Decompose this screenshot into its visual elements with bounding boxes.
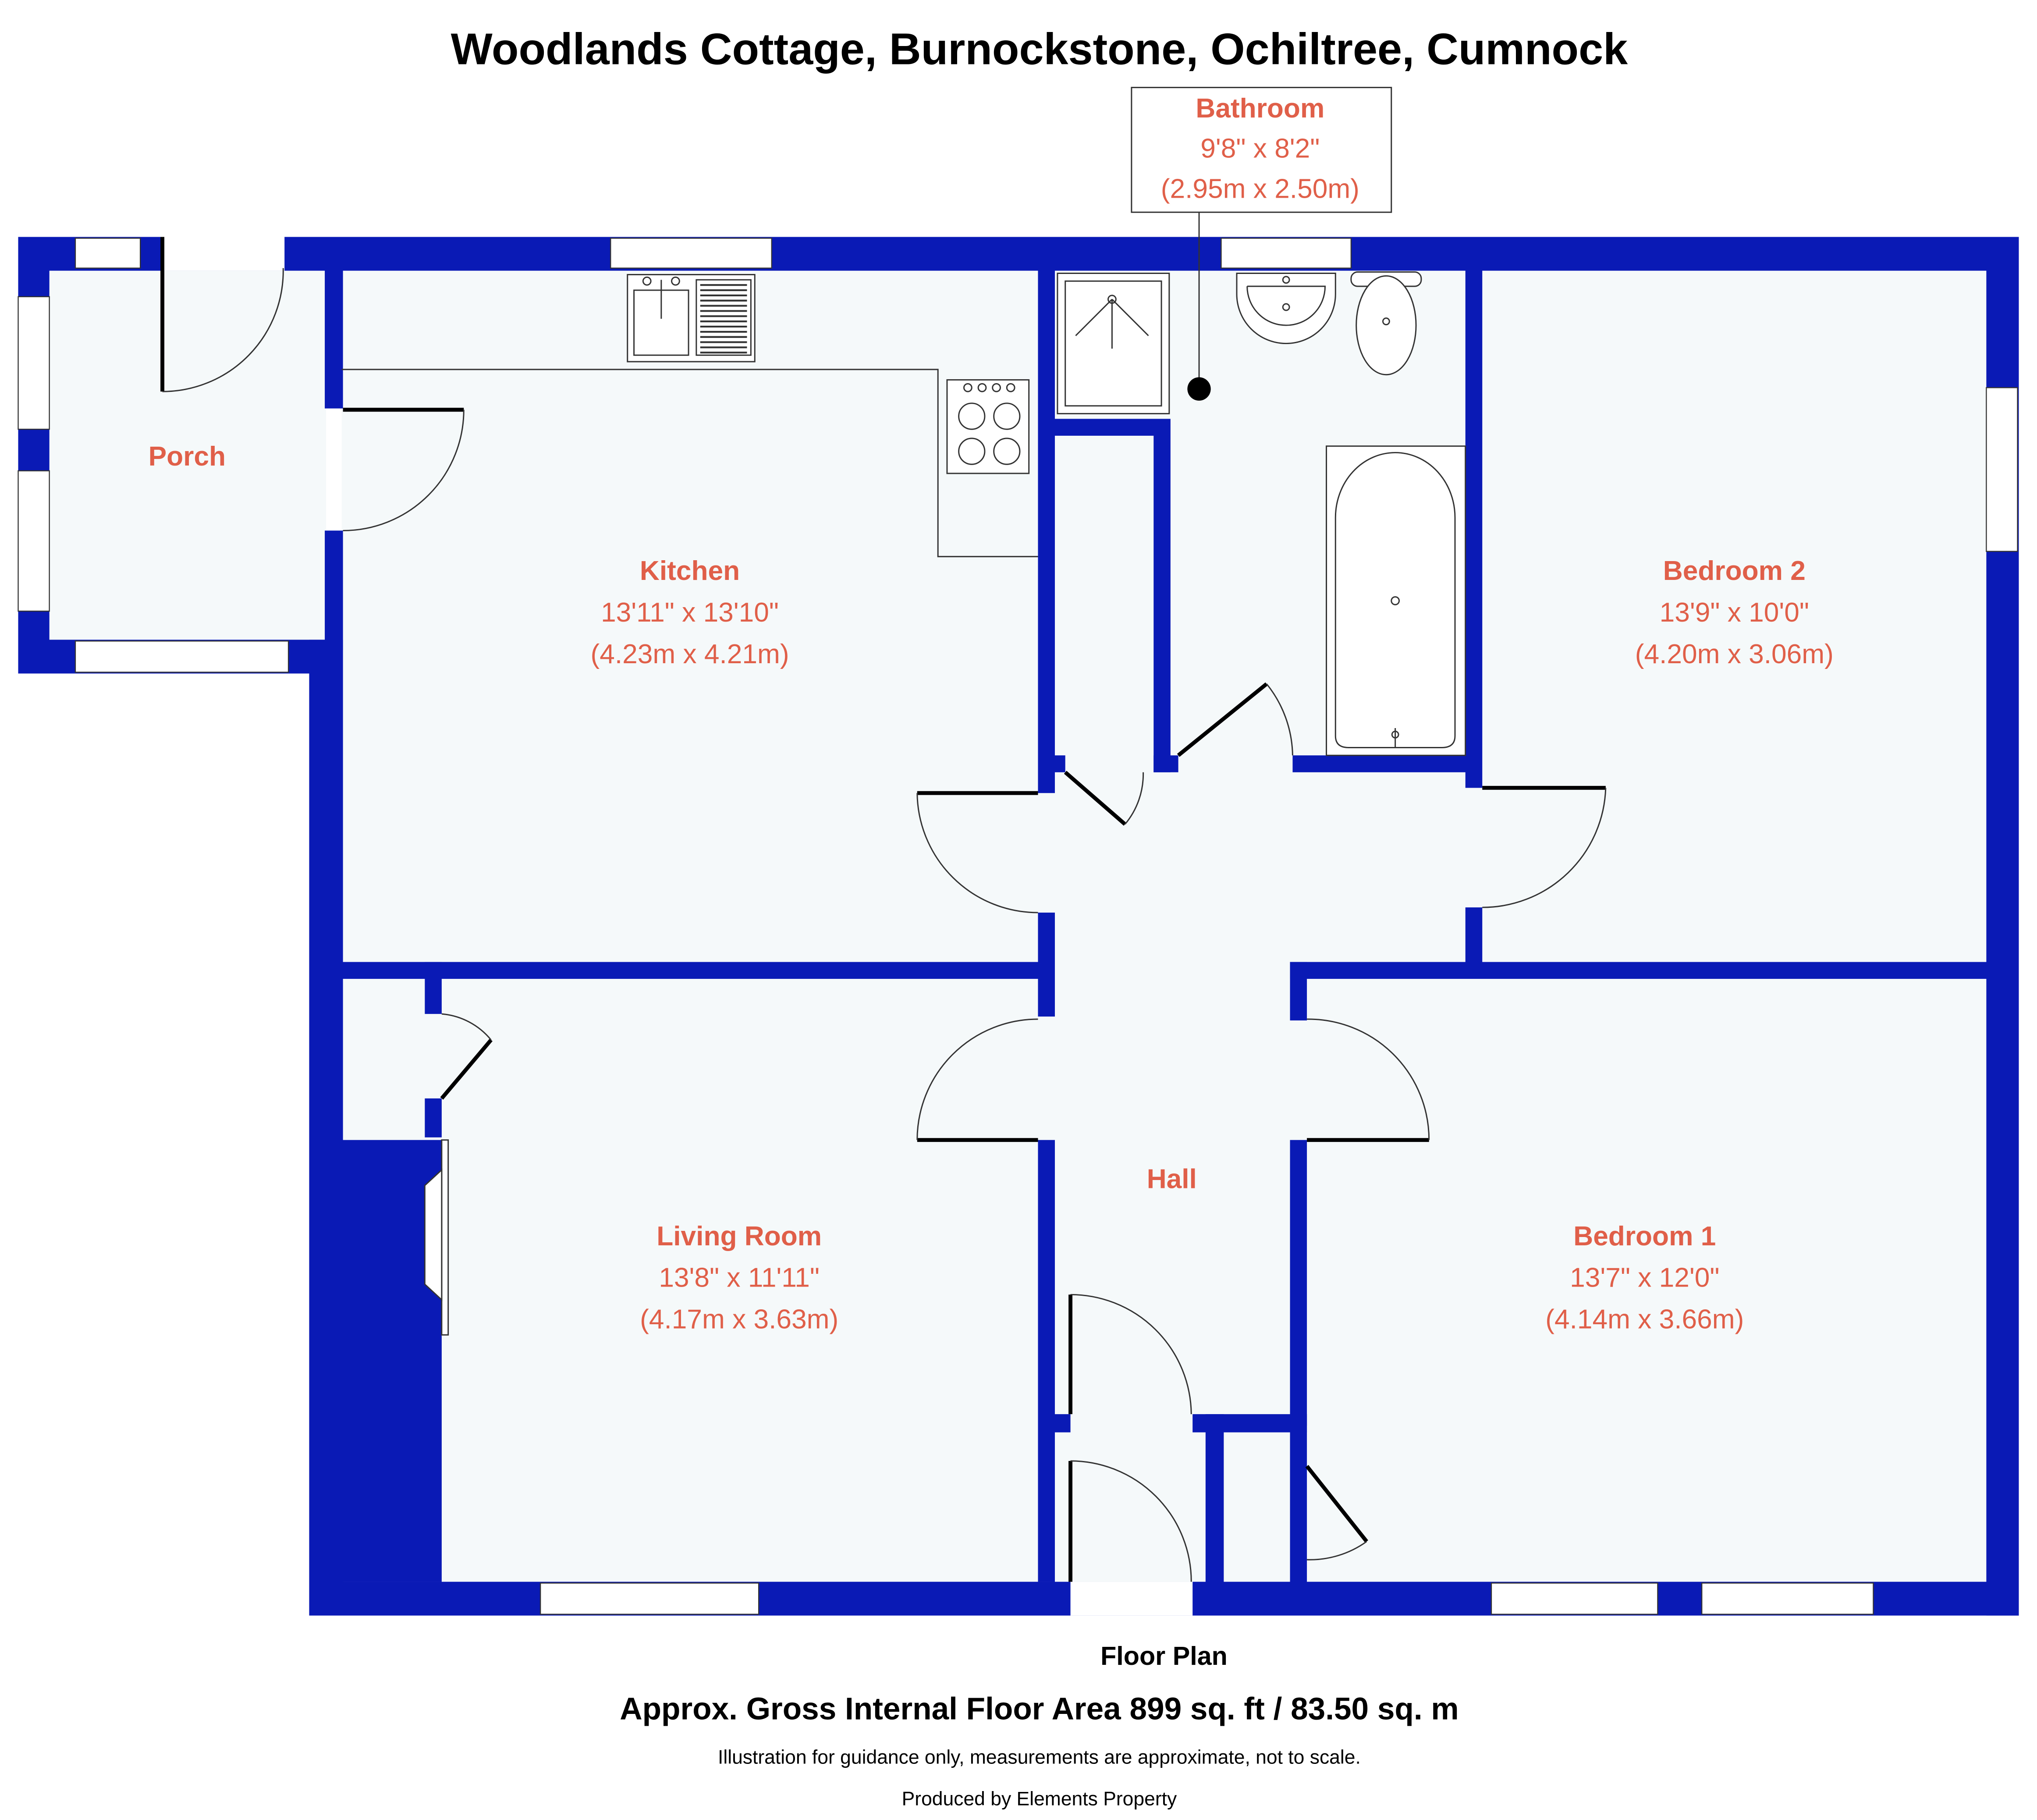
room-dimensions-metric: (4.23m x 4.21m) [590, 639, 789, 669]
doors [160, 237, 1607, 1582]
shower-tray-icon [1057, 273, 1170, 415]
window [75, 238, 141, 269]
windows [18, 237, 2018, 1616]
room-dimensions-metric: (4.17m x 3.63m) [640, 1305, 838, 1335]
pointer-dot [1187, 377, 1211, 401]
window [610, 238, 772, 269]
porch-entrance [161, 237, 285, 271]
plan-title: Woodlands Cottage, Burnockstone, Ochiltr… [451, 25, 1629, 74]
room-name-hall: Hall [1147, 1164, 1197, 1194]
room-dimensions-imperial: 13'11" x 13'10" [601, 597, 779, 628]
floor-plan-heading: Floor Plan [1100, 1641, 1228, 1671]
drainer-icon [696, 279, 752, 356]
room-name-bathroom: Bathroom [1196, 93, 1324, 124]
gross-floor-area: Approx. Gross Internal Floor Area 899 sq… [620, 1692, 1459, 1727]
disclaimer: Illustration for guidance only, measurem… [718, 1747, 1361, 1768]
hob-icon [946, 379, 1030, 474]
room-dimensions-imperial: 13'7" x 12'0" [1570, 1263, 1719, 1293]
window [1221, 238, 1352, 269]
room-labels: Porch Kitchen 13'11" x 13'10" (4.23m x 4… [149, 87, 1834, 1335]
room-dimensions-imperial: 13'8" x 11'11" [659, 1263, 820, 1293]
toilet-icon [1350, 271, 1422, 376]
room-dimensions-metric: (2.95m x 2.50m) [1161, 174, 1359, 204]
footer: Floor Plan Approx. Gross Internal Floor … [620, 1641, 1459, 1809]
bath-icon [1326, 445, 1466, 756]
sink-icon [627, 274, 756, 363]
room-name-kitchen: Kitchen [640, 556, 740, 586]
room-name-bedroom-1: Bedroom 1 [1573, 1221, 1716, 1251]
window [18, 296, 50, 430]
room-dimensions-imperial: 9'8" x 8'2" [1200, 134, 1320, 164]
window [75, 640, 289, 673]
window [539, 1582, 759, 1615]
room-dimensions-metric: (4.20m x 3.06m) [1635, 639, 1834, 669]
entrance-threshold [1070, 1582, 1193, 1616]
window [1986, 387, 2018, 552]
window [1490, 1582, 1658, 1615]
bathroom-label-box [1131, 87, 1392, 213]
room-name-bedroom-2: Bedroom 2 [1663, 556, 1806, 586]
room-dimensions-imperial: 13'9" x 10'0" [1660, 597, 1809, 628]
bathroom-fittings [1057, 208, 1466, 756]
basin-icon [1236, 273, 1336, 344]
kitchen-fittings [341, 274, 1038, 558]
window [18, 470, 50, 612]
room-dimensions-metric: (4.14m x 3.66m) [1545, 1305, 1744, 1335]
fireplace-icon [424, 1139, 449, 1336]
room-name-porch: Porch [149, 441, 226, 472]
producer-credit: Produced by Elements Property [902, 1788, 1177, 1809]
room-name-living-room: Living Room [657, 1221, 822, 1251]
window [1701, 1582, 1874, 1615]
